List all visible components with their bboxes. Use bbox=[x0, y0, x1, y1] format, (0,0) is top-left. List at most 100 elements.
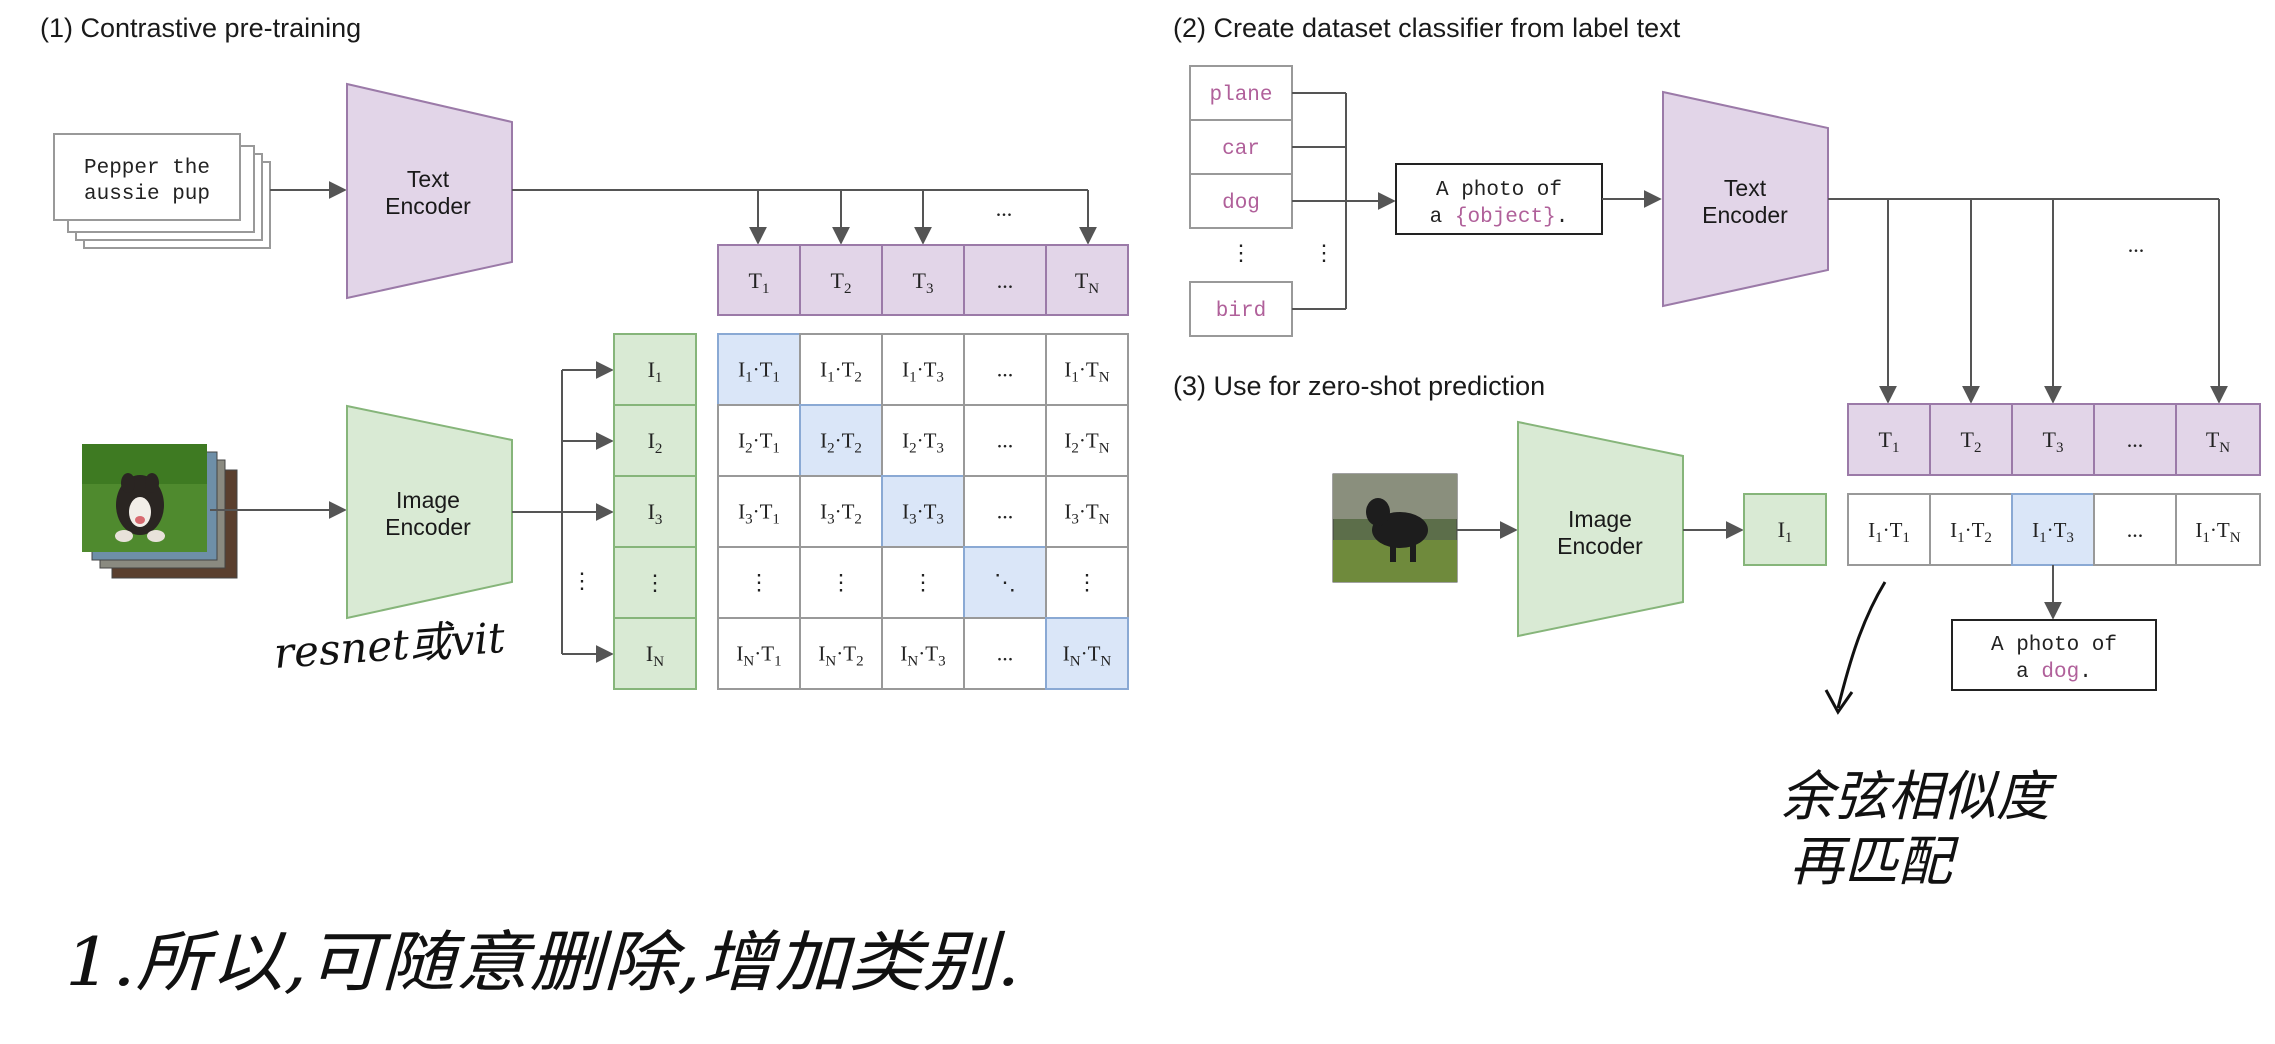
matrix-cell-label: ⋮ bbox=[830, 570, 852, 595]
image-token-i3: I3 bbox=[648, 499, 663, 528]
matrix-cell-label: ... bbox=[997, 357, 1014, 382]
text-token-t3: T3 bbox=[913, 268, 934, 297]
matrix-cell-label: IN·T2 bbox=[818, 642, 863, 670]
score-cell bbox=[1929, 493, 2013, 566]
matrix-cell-label: ... bbox=[997, 428, 1014, 453]
matrix-cell bbox=[881, 404, 965, 477]
image-token-column: I1 I2 I3 ⋮ IN bbox=[613, 333, 697, 690]
handwritten-cosine-note-2: 再匹配 bbox=[1790, 830, 1959, 893]
score-cell-label: I1·TN bbox=[2195, 518, 2240, 546]
section1-title: (1) Contrastive pre-training bbox=[40, 13, 361, 43]
handwritten-bottom-note: 1.所以,可随意删除,增加类别. bbox=[65, 924, 1020, 1001]
image-token-vdots: ⋮ bbox=[644, 570, 666, 595]
matrix-cell-label: I1·TN bbox=[1064, 358, 1109, 386]
image-encoder-1-label-2: Encoder bbox=[385, 514, 471, 540]
result-line-2: a dog. bbox=[2016, 661, 2092, 684]
template-line-1: A photo of bbox=[1436, 179, 1562, 202]
handwritten-resnet-note: resnet或vit bbox=[272, 613, 506, 678]
text-token-2-t2: T2 bbox=[1961, 427, 1982, 456]
matrix-cell-label: I3·T2 bbox=[820, 500, 862, 528]
label-bracket: ⋮ bbox=[1292, 92, 1347, 310]
matrix-cell bbox=[881, 617, 965, 690]
text-token-2-t1: T1 bbox=[1879, 427, 1900, 456]
matrix-cell bbox=[717, 546, 801, 619]
text-token-row-1: T1 T2 T3 ... TN bbox=[717, 244, 1129, 316]
matrix-cell-label: I2·TN bbox=[1064, 429, 1109, 457]
matrix-cell bbox=[717, 333, 801, 406]
template-line-2: a {object}. bbox=[1430, 206, 1569, 229]
branch-vdots: ⋮ bbox=[571, 568, 593, 593]
caption-line-2: aussie pup bbox=[84, 183, 210, 206]
matrix-cell-label: I1·T2 bbox=[820, 358, 862, 386]
matrix-cell-label: I2·T3 bbox=[902, 429, 944, 457]
matrix-cell-label: I1·T3 bbox=[902, 358, 944, 386]
image-token-i2: I2 bbox=[648, 428, 663, 457]
text-token-tn: TN bbox=[1075, 268, 1099, 297]
matrix-cell-label: ... bbox=[997, 641, 1014, 666]
score-cell-label: ... bbox=[2127, 517, 2144, 542]
image-encoder-2-label-2: Encoder bbox=[1557, 533, 1643, 559]
matrix-cell bbox=[1045, 475, 1129, 548]
prompt-template-box: A photo of a {object}. bbox=[1395, 163, 1603, 235]
image-token-in: IN bbox=[646, 641, 664, 670]
handwritten-arrow bbox=[1836, 581, 1887, 709]
matrix-cell bbox=[717, 617, 801, 690]
label-dog: dog bbox=[1222, 192, 1260, 215]
matrix-cell bbox=[717, 475, 801, 548]
score-cell-label: I1·T3 bbox=[2032, 518, 2074, 546]
label-list: plane car dog ⋮ bird bbox=[1189, 65, 1293, 337]
text-token-row-2: T1 T2 T3 ... TN bbox=[1847, 403, 2261, 476]
text-bus-ellipsis: ... bbox=[996, 196, 1013, 221]
matrix-cell-label: I2·T1 bbox=[738, 429, 780, 457]
matrix-cell-label: ⋮ bbox=[912, 570, 934, 595]
matrix-cell bbox=[799, 546, 883, 619]
dog-image-stack bbox=[82, 444, 238, 579]
matrix-cell-label: IN·TN bbox=[1063, 642, 1112, 670]
matrix-cell-label: I3·TN bbox=[1064, 500, 1109, 528]
template-placeholder: {object} bbox=[1455, 206, 1556, 229]
matrix-cell bbox=[799, 333, 883, 406]
text-token-2-t3: T3 bbox=[2043, 427, 2064, 456]
score-cell-label: I1·T1 bbox=[1868, 518, 1910, 546]
matrix-cell-label: IN·T1 bbox=[736, 642, 781, 670]
matrix-cell-label: IN·T3 bbox=[900, 642, 945, 670]
text-token-t2: T2 bbox=[831, 268, 852, 297]
text-encoder-1-label-2: Encoder bbox=[385, 193, 471, 219]
text-encoder-2-label-1: Text bbox=[1724, 175, 1767, 201]
text-encoder-2-label-2: Encoder bbox=[1702, 202, 1788, 228]
image-encoder-2: Image Encoder bbox=[1517, 420, 1684, 638]
matrix-cell-label: I1·T1 bbox=[738, 358, 780, 386]
matrix-cell bbox=[881, 475, 965, 548]
matrix-cell bbox=[799, 404, 883, 477]
image-encoder-2-label-1: Image bbox=[1568, 506, 1632, 532]
image-token-2-i1: I1 bbox=[1743, 493, 1827, 566]
section3-title: (3) Use for zero-shot prediction bbox=[1173, 371, 1545, 401]
result-line-1: A photo of bbox=[1991, 634, 2117, 657]
bracket-vdots: ⋮ bbox=[1313, 240, 1335, 265]
text-encoder-1: Text Encoder bbox=[346, 82, 513, 300]
score-row: I1·T1 I1·T2 I1·T3... I1·TN bbox=[1847, 493, 2261, 566]
prediction-result-box: A photo of a dog. bbox=[1951, 619, 2157, 691]
label-plane: plane bbox=[1209, 84, 1272, 107]
matrix-cell bbox=[799, 475, 883, 548]
caption-card-stack: Pepper the aussie pup bbox=[53, 133, 271, 249]
text-token-t1: T1 bbox=[749, 268, 770, 297]
text-token-2-ellipsis: ... bbox=[2127, 427, 2144, 452]
matrix-cell-label: ⋱ bbox=[994, 570, 1016, 595]
matrix-cell-label: I2·T2 bbox=[820, 429, 862, 457]
handwritten-cosine-note-1: 余弦相似度 bbox=[1780, 765, 2058, 828]
caption-line-1: Pepper the bbox=[84, 157, 210, 180]
text-token-ellipsis: ... bbox=[997, 268, 1014, 293]
label-car: car bbox=[1222, 138, 1260, 161]
svg-text:I1: I1 bbox=[1778, 517, 1793, 546]
text-token-2-tn: TN bbox=[2206, 427, 2230, 456]
score-cell bbox=[2175, 493, 2261, 566]
matrix-cell-label: ⋮ bbox=[748, 570, 770, 595]
text-bus-2-ellipsis: ... bbox=[2128, 232, 2145, 257]
matrix-cell bbox=[1045, 546, 1129, 619]
image-token-i1: I1 bbox=[648, 357, 663, 386]
matrix-cell-label: ... bbox=[997, 499, 1014, 524]
score-cell-label: I1·T2 bbox=[1950, 518, 1992, 546]
dog-photo bbox=[82, 444, 207, 552]
